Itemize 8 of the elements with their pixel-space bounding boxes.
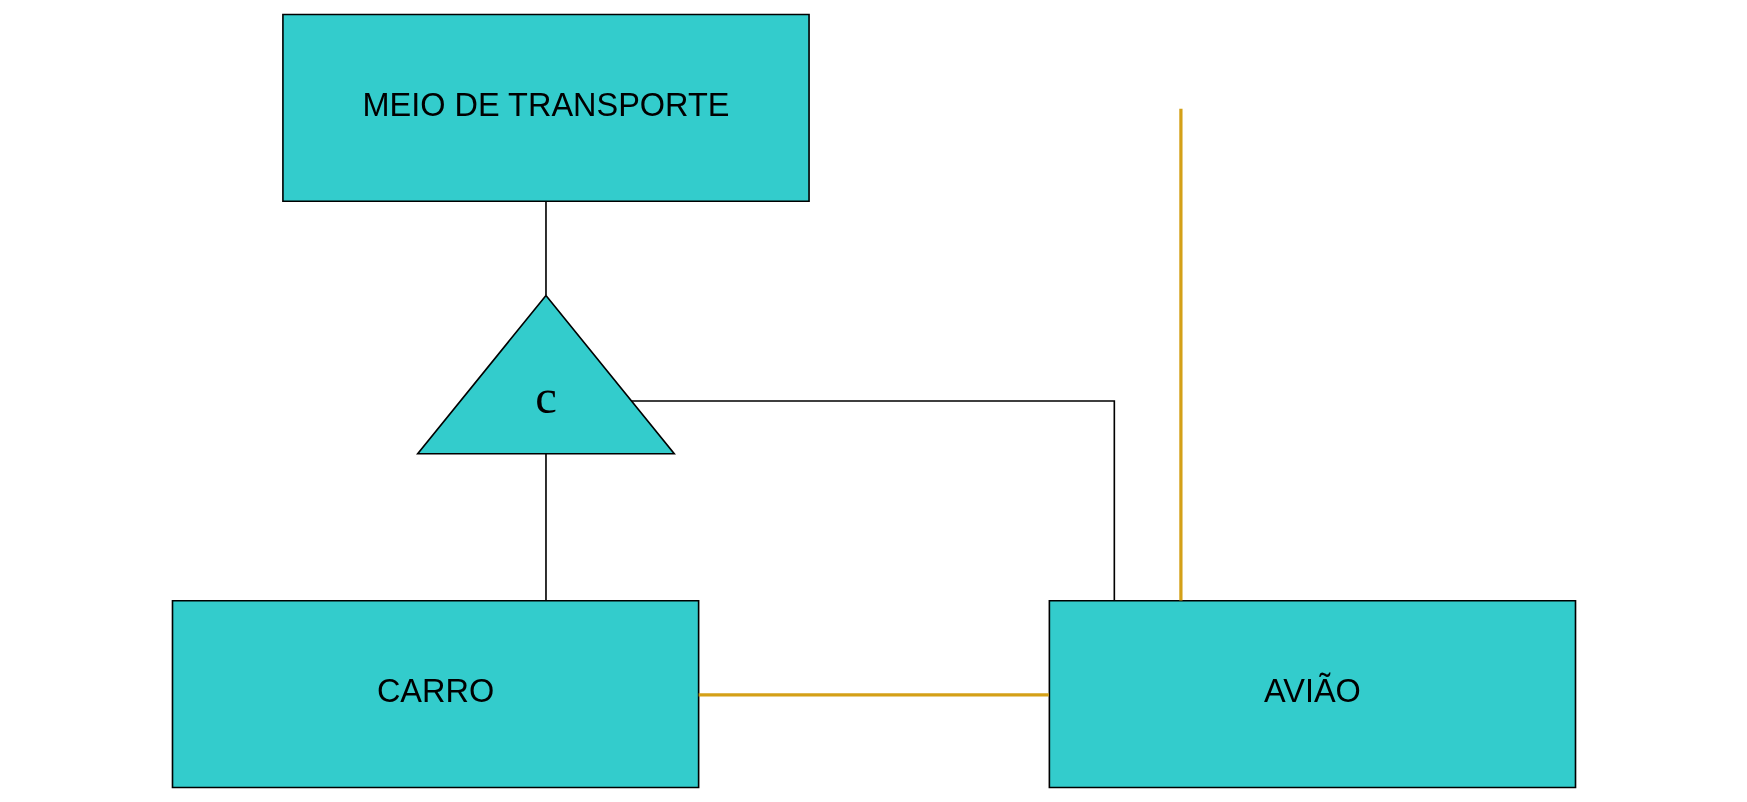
node-box: AVIÃO	[1048, 599, 1576, 789]
connector	[698, 693, 1049, 697]
connector	[544, 200, 547, 296]
node-box: CARRO	[171, 599, 699, 789]
connector	[630, 400, 1115, 602]
connector	[544, 453, 547, 602]
connector	[1178, 108, 1183, 601]
node-box: MEIO DE TRANSPORTE	[281, 13, 810, 203]
